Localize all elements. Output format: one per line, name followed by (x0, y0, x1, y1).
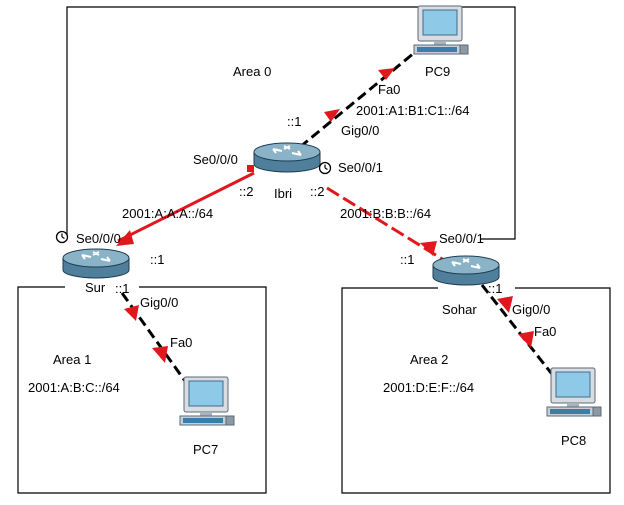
interface-label-sohar-gig0-0: Gig0/0 (512, 302, 550, 317)
router-icon-sur[interactable] (62, 248, 130, 279)
device-label-pc9: PC9 (425, 64, 450, 79)
link-ibri-pc9 (299, 51, 415, 149)
link-ibri-sur (117, 171, 255, 243)
area0-border (66, 6, 516, 240)
device-label-pc8: PC8 (561, 433, 586, 448)
clock-icon-ibri-se0-0-1 (318, 161, 332, 175)
link-arrow-sur-gig0-0 (124, 305, 139, 321)
area0-label: Area 0 (233, 64, 271, 79)
device-label-sur: Sur (85, 280, 106, 295)
area2-label: Area 2 (410, 352, 448, 367)
host-label-ibri-gig0-0: ::1 (287, 114, 301, 129)
link-arrow-ibri-gig0-0 (324, 109, 340, 122)
area2-prefix: 2001:D:E:F::/64 (383, 380, 474, 395)
network-label-ibri-sohar: 2001:B:B:B::/64 (340, 206, 431, 221)
link-arrow-pc9-fa0 (378, 68, 395, 80)
link-arrow-pc7-fa0 (152, 346, 168, 363)
host-label-sur-se0-0-0: ::1 (150, 252, 164, 267)
area1-label: Area 1 (53, 352, 91, 367)
area1-border (17, 286, 267, 494)
interface-label-ibri-se0-0-0: Se0/0/0 (193, 152, 238, 167)
host-label-ibri-se0-0-0: ::2 (239, 184, 253, 199)
device-label-sohar: Sohar (442, 302, 477, 317)
interface-label-pc7-fa0: Fa0 (170, 335, 192, 350)
interface-label-pc9-fa0: Fa0 (378, 82, 400, 97)
host-label-sohar-gig0-0: ::1 (488, 281, 502, 296)
interface-label-sohar-se0-0-1: Se0/0/1 (439, 231, 484, 246)
interface-label-sur-gig0-0: Gig0/0 (140, 295, 178, 310)
host-label-sur-gig0-0: ::1 (115, 281, 129, 296)
network-label-ibri-pc9: 2001:A1:B1:C1::/64 (356, 103, 469, 118)
area1-prefix: 2001:A:B:C::/64 (28, 380, 120, 395)
interface-label-ibri-se0-0-1: Se0/0/1 (338, 160, 383, 175)
clock-icon-sur-se0-0-0 (55, 230, 69, 244)
network-label-ibri-sur: 2001:A:A:A::/64 (122, 206, 213, 221)
link-sohar-pc8 (480, 284, 557, 379)
link-arrow-sohar-gig0-0 (497, 296, 513, 313)
link-arrow-sur-se0-0-0 (116, 230, 134, 246)
device-label-ibri: Ibri (274, 186, 292, 201)
link-marker-ibri-se0-0-0 (247, 165, 254, 172)
device-label-pc7: PC7 (193, 442, 218, 457)
host-label-ibri-se0-0-1: ::2 (310, 184, 324, 199)
area2-border (341, 287, 611, 494)
host-label-sohar-se0-0-1: ::1 (400, 252, 414, 267)
interface-label-ibri-gig0-0: Gig0/0 (341, 123, 379, 138)
router-icon-ibri[interactable] (253, 142, 321, 173)
link-arrow-pc8-fa0 (518, 331, 534, 348)
pc-icon-pc8[interactable] (546, 367, 602, 417)
interface-label-sur-se0-0-0: Se0/0/0 (76, 231, 121, 246)
link-arrow-sohar-se0-0-1 (420, 241, 437, 256)
pc-icon-pc9[interactable] (413, 5, 469, 55)
interface-label-pc8-fa0: Fa0 (534, 324, 556, 339)
pc-icon-pc7[interactable] (179, 376, 235, 426)
